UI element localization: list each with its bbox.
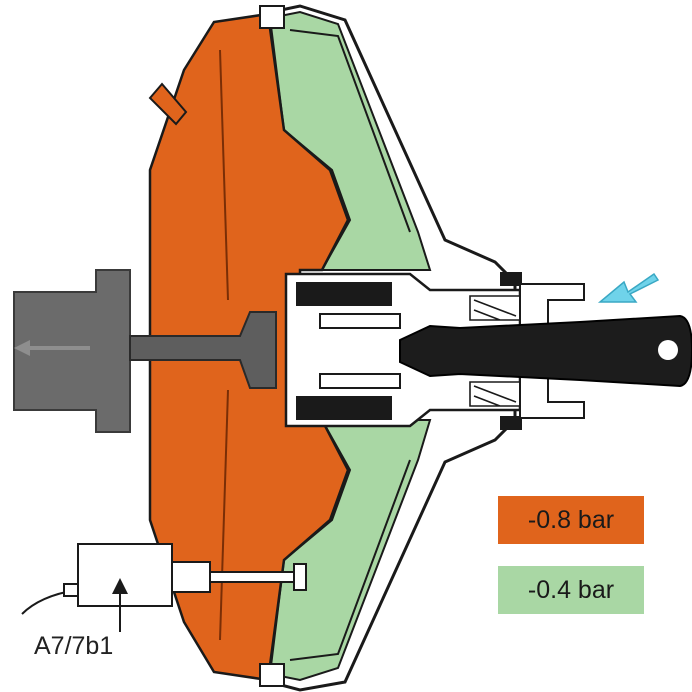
valve-hatching-upper: [469, 295, 521, 321]
sensor-plug: [63, 583, 79, 597]
rim-clamp-bottom: [259, 663, 285, 687]
legend-high-vacuum: -0.8 bar: [498, 496, 644, 544]
sensor-stem: [209, 571, 299, 583]
diaphragm-upper: [289, 29, 411, 233]
orange-chamber-line-lower: [219, 389, 229, 641]
reaction-block-lower: [296, 396, 392, 420]
arrow-icon: [14, 340, 30, 356]
reaction-ring-lower: [319, 373, 401, 389]
clevis-hole: [658, 340, 678, 360]
tail-tube: [519, 283, 585, 419]
push-rod: [129, 311, 277, 389]
valve-seal-upper: [500, 272, 522, 286]
sensor-body: [77, 543, 173, 607]
legend-high-vacuum-label: -0.8 bar: [527, 505, 615, 534]
sensor-mount: [293, 563, 307, 591]
sensor-part-label: A7/7b1: [34, 632, 114, 660]
valve-seal-lower: [500, 416, 522, 430]
arrow-icon: [112, 578, 128, 594]
input-rod: [399, 314, 692, 388]
sensor-neck: [171, 561, 211, 593]
valve-hatching-lower: [469, 381, 521, 407]
master-cylinder: [13, 269, 131, 433]
diaphragm-lower: [289, 459, 411, 661]
vacuum-nozzle: [148, 82, 188, 126]
rim-clamp-top: [259, 5, 285, 29]
legend-low-vacuum: -0.4 bar: [498, 566, 644, 614]
reaction-ring-upper: [319, 313, 401, 329]
legend-low-vacuum-label: -0.4 bar: [527, 575, 615, 604]
arrow-icon: [597, 272, 660, 303]
orange-chamber-line-upper: [219, 49, 229, 301]
reaction-block-upper: [296, 282, 392, 306]
